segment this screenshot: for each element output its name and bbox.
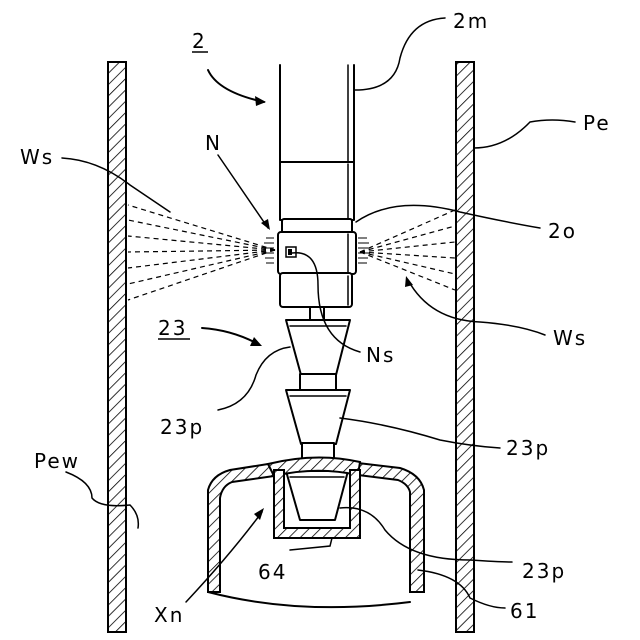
- label-2: 2: [192, 29, 207, 53]
- label-ws-left: Ws: [20, 145, 54, 169]
- pipe-wall-right: [456, 62, 474, 632]
- label-2o: 2o: [548, 219, 577, 243]
- main-body-2m: [280, 65, 354, 220]
- label-2m: 2m: [453, 9, 489, 33]
- label-23p-a: 23p: [160, 415, 204, 439]
- nozzle-head: [278, 219, 356, 307]
- label-23p-c: 23p: [522, 559, 566, 583]
- label-23p-b: 23p: [506, 436, 550, 460]
- shaft-23: [286, 307, 350, 520]
- label-n: N: [205, 131, 222, 155]
- label-61: 61: [510, 599, 539, 623]
- pipe-wall-left: [108, 62, 126, 632]
- label-xn: Xn: [154, 603, 184, 627]
- label-pe: Pe: [583, 111, 611, 135]
- label-ws-right: Ws: [553, 326, 587, 350]
- label-23: 23: [158, 316, 187, 340]
- label-64: 64: [258, 560, 287, 584]
- label-ns: Ns: [366, 343, 395, 367]
- label-pew: Pew: [34, 449, 80, 473]
- spray-left: [128, 205, 275, 300]
